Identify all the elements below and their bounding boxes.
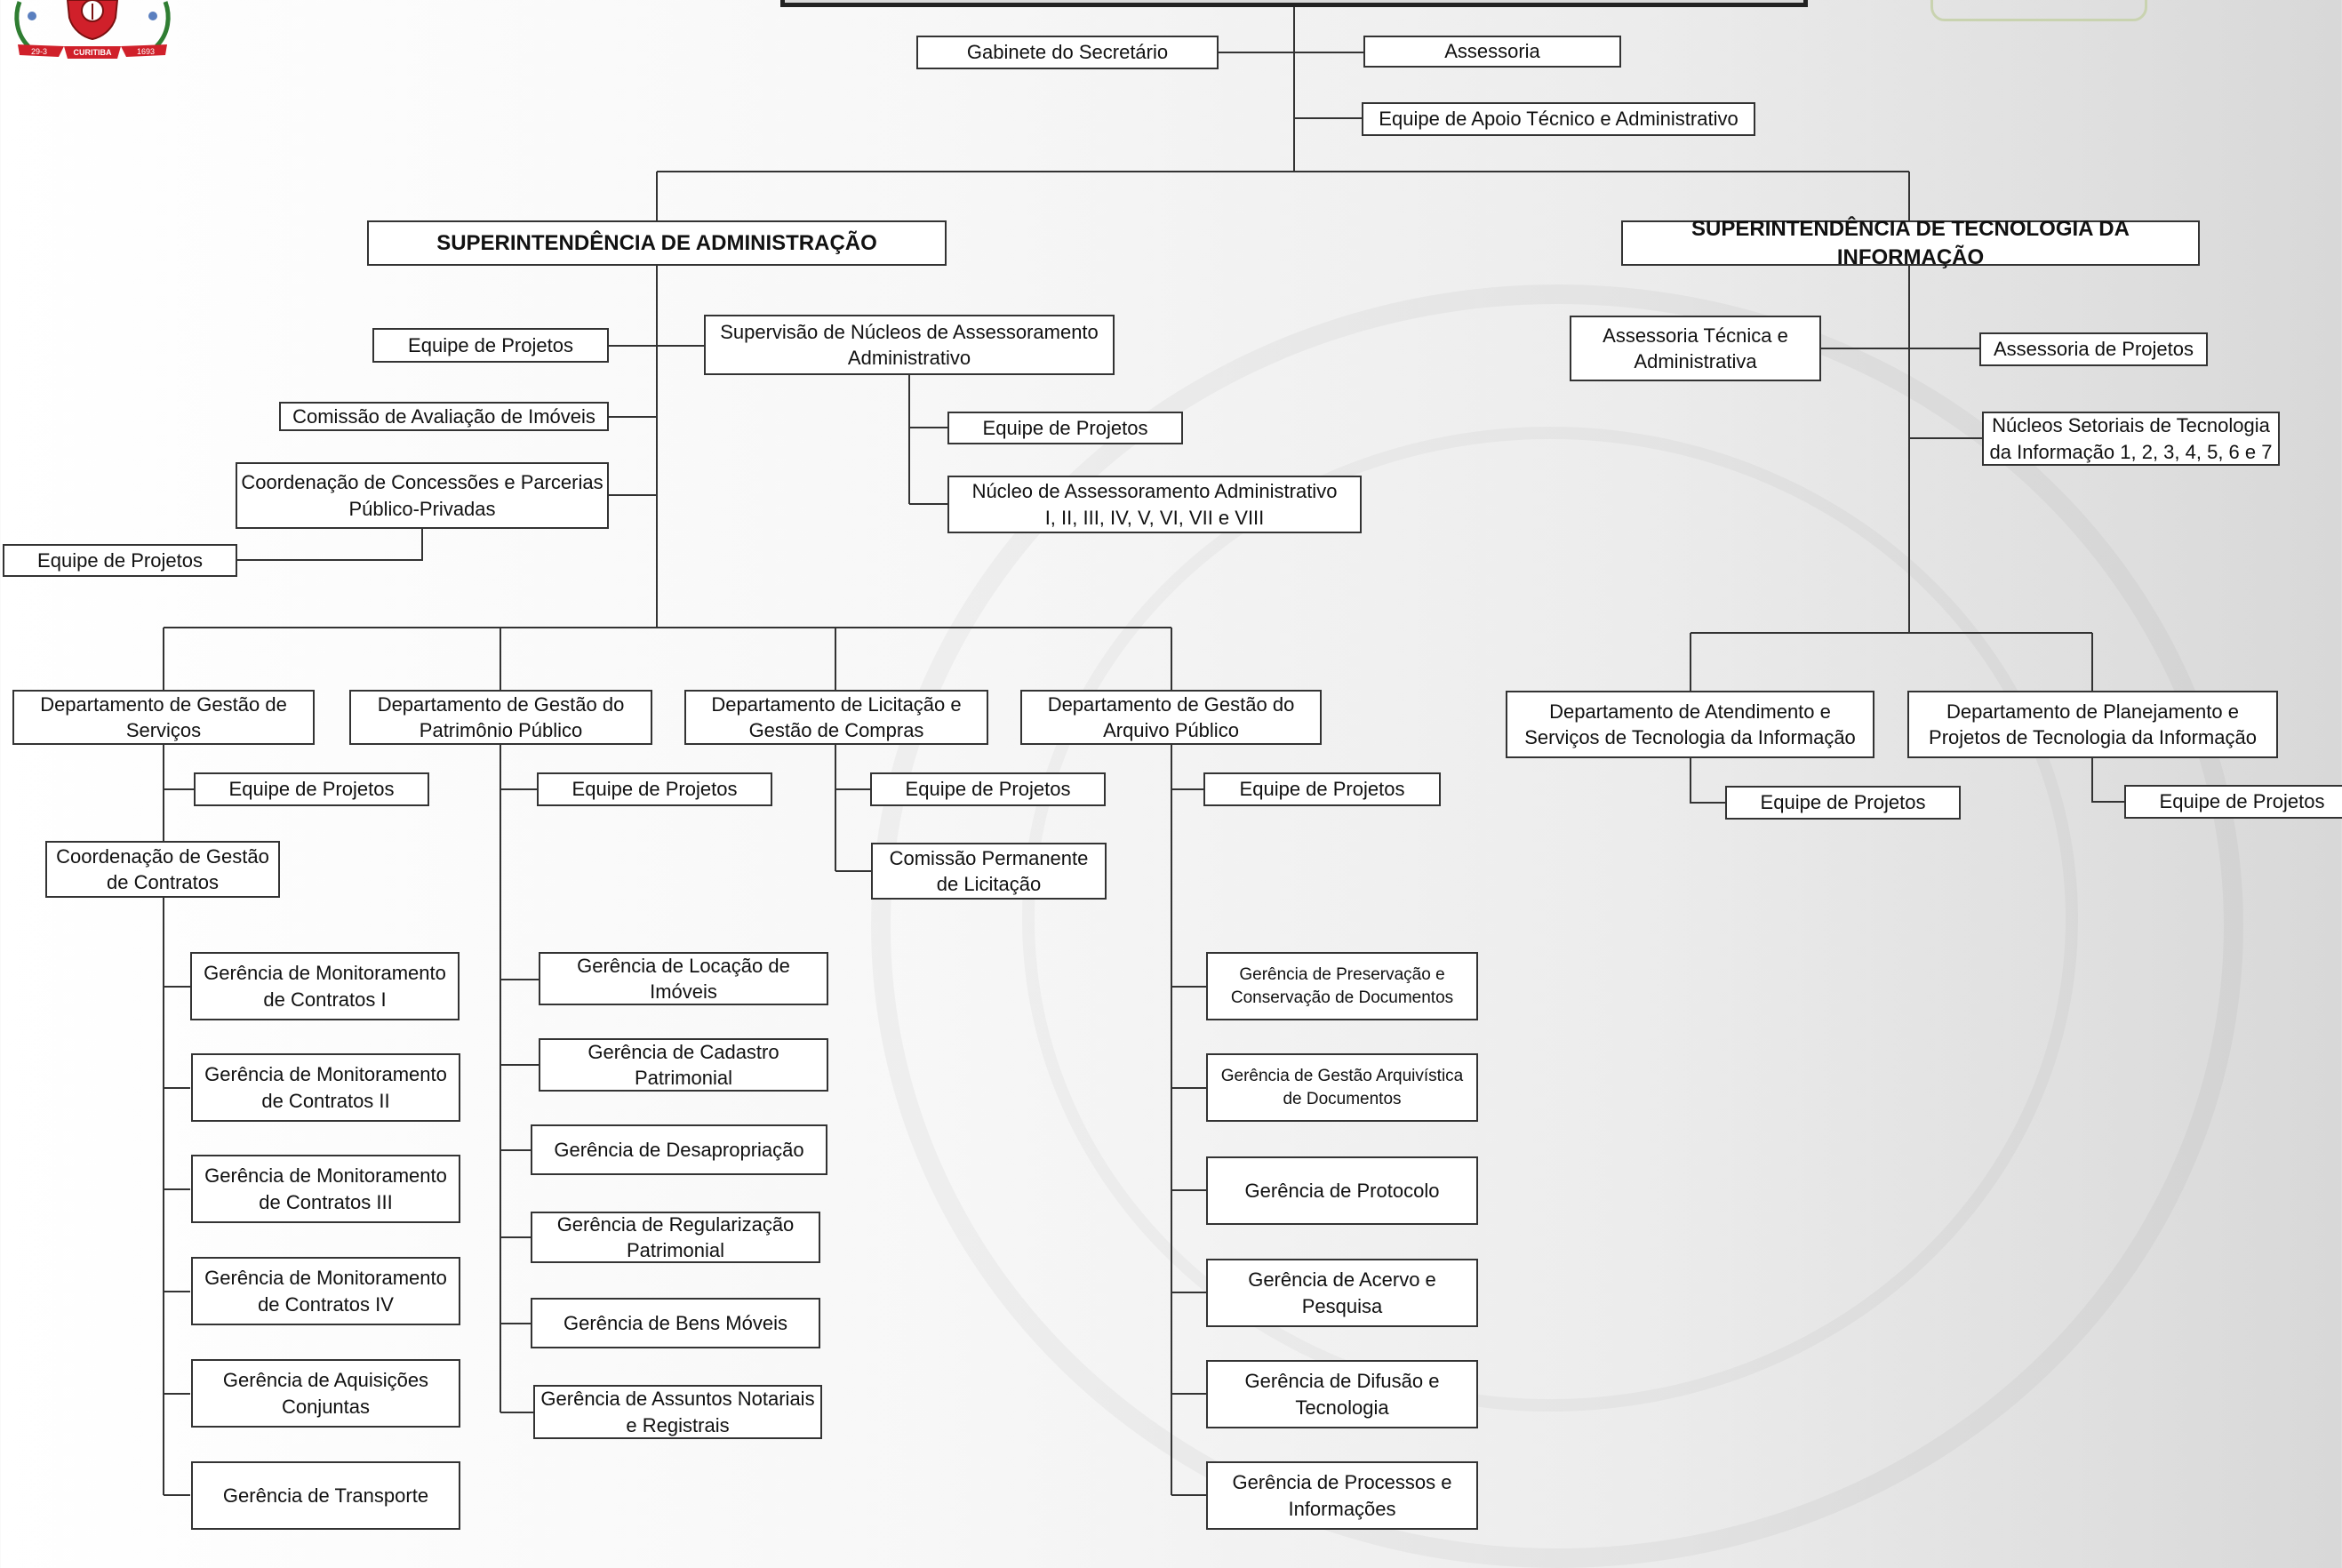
box-assessoria: Assessoria <box>1363 36 1621 68</box>
box-coord-equipe-projetos: Equipe de Projetos <box>3 544 237 577</box>
corner-frame <box>1930 0 2147 21</box>
box-dga-item-2: Gerência de Gestão Arquivística de Docum… <box>1206 1053 1478 1122</box>
box-dgp-item-2: Gerência de Cadastro Patrimonial <box>539 1038 828 1092</box>
box-nucleos-setoriais: Núcleos Setoriais de Tecnologia da Infor… <box>1982 412 2280 466</box>
box-dept-atendimento-ti: Departamento de Atendimento e Serviços d… <box>1506 691 1874 758</box>
logo-text-left: 29-3 <box>31 47 47 56</box>
box-dgp-item-4: Gerência de Regularização Patrimonial <box>531 1212 820 1263</box>
box-dga-item-3: Gerência de Protocolo <box>1206 1156 1478 1225</box>
box-coord-gestao-contratos: Coordenação de Gestão de Contratos <box>45 841 280 898</box>
box-dgs-item-1: Gerência de Monitoramento de Contratos I <box>190 952 460 1020</box>
secretary-header-box <box>780 0 1808 7</box>
box-dgp-equipe-projetos: Equipe de Projetos <box>537 772 772 806</box>
box-dga-equipe-projetos: Equipe de Projetos <box>1203 772 1441 806</box>
box-dgp-item-3: Gerência de Desapropriação <box>531 1124 827 1175</box>
box-supervisao-equipe-projetos: Equipe de Projetos <box>947 412 1183 444</box>
box-dgs-item-5: Gerência de Aquisições Conjuntas <box>191 1359 460 1428</box>
box-gabinete: Gabinete do Secretário <box>916 36 1219 69</box>
box-dgs-item-3: Gerência de Monitoramento de Contratos I… <box>191 1155 460 1223</box>
box-dept-gestao-servicos: Departamento de Gestão de Serviços <box>12 690 315 745</box>
box-dga-item-6: Gerência de Processos e Informações <box>1206 1461 1478 1530</box>
box-assessoria-projetos: Assessoria de Projetos <box>1979 332 2208 366</box>
box-dlc-equipe-projetos: Equipe de Projetos <box>870 772 1106 806</box>
box-supervisao-nucleos: Supervisão de Núcleos de Assessoramento … <box>704 315 1115 375</box>
box-dgp-item-6: Gerência de Assuntos Notariais e Registr… <box>533 1385 822 1439</box>
box-superintendencia-ti: SUPERINTENDÊNCIA DE TECNOLOGIA DA INFORM… <box>1621 217 2200 269</box>
box-dga-item-4: Gerência de Acervo e Pesquisa <box>1206 1259 1478 1327</box>
logo-text-center: CURITIBA <box>74 48 112 57</box>
box-dgp-item-5: Gerência de Bens Móveis <box>531 1298 820 1348</box>
box-nucleo-assessoramento: Núcleo de Assessoramento Administrativo … <box>947 476 1362 533</box>
nucleo-line-1: Núcleo de Assessoramento Administrativo <box>971 480 1338 503</box>
box-dat-equipe-projetos: Equipe de Projetos <box>1725 786 1961 820</box>
box-comissao-licitacao: Comissão Permanente de Licitação <box>871 843 1107 900</box>
box-dept-licitacao-compras: Departamento de Licitação e Gestão de Co… <box>684 690 988 745</box>
box-coord-concessoes: Coordenação de Concessões e Parcerias Pú… <box>236 462 609 529</box>
box-dgs-item-2: Gerência de Monitoramento de Contratos I… <box>191 1053 460 1122</box>
box-dgs-equipe-projetos: Equipe de Projetos <box>194 772 429 806</box>
box-dga-item-1: Gerência de Preservação e Conservação de… <box>1206 952 1478 1020</box>
connector-lines <box>163 7 2124 1496</box>
box-superintendencia-administracao: SUPERINTENDÊNCIA DE ADMINISTRAÇÃO <box>367 220 947 266</box>
box-equipe-apoio: Equipe de Apoio Técnico e Administrativo <box>1362 102 1755 136</box>
box-comissao-imoveis: Comissão de Avaliação de Imóveis <box>279 402 609 431</box>
box-dga-item-5: Gerência de Difusão e Tecnologia <box>1206 1360 1478 1428</box>
box-dgs-item-4: Gerência de Monitoramento de Contratos I… <box>191 1257 460 1325</box>
box-dpp-equipe-projetos: Equipe de Projetos <box>2124 785 2342 819</box>
box-assessoria-tecnica-administrativa: Assessoria Técnica e Administrativa <box>1570 316 1821 381</box>
box-dept-planejamento-ti: Departamento de Planejamento e Projetos … <box>1907 691 2278 758</box>
nucleo-line-2: I, II, III, IV, V, VI, VII e VIII <box>1044 506 1265 529</box>
box-dept-arquivo-publico: Departamento de Gestão do Arquivo Públic… <box>1020 690 1322 745</box>
curitiba-seal-logo: 29-3 CURITIBA 1693 <box>14 0 171 59</box>
box-sa-equipe-projetos: Equipe de Projetos <box>372 328 609 363</box>
box-dgp-item-1: Gerência de Locação de Imóveis <box>539 952 828 1005</box>
box-dept-gestao-patrimonio: Departamento de Gestão do Patrimônio Púb… <box>349 690 652 745</box>
logo-text-right: 1693 <box>137 47 155 56</box>
box-dgs-item-6: Gerência de Transporte <box>191 1461 460 1530</box>
